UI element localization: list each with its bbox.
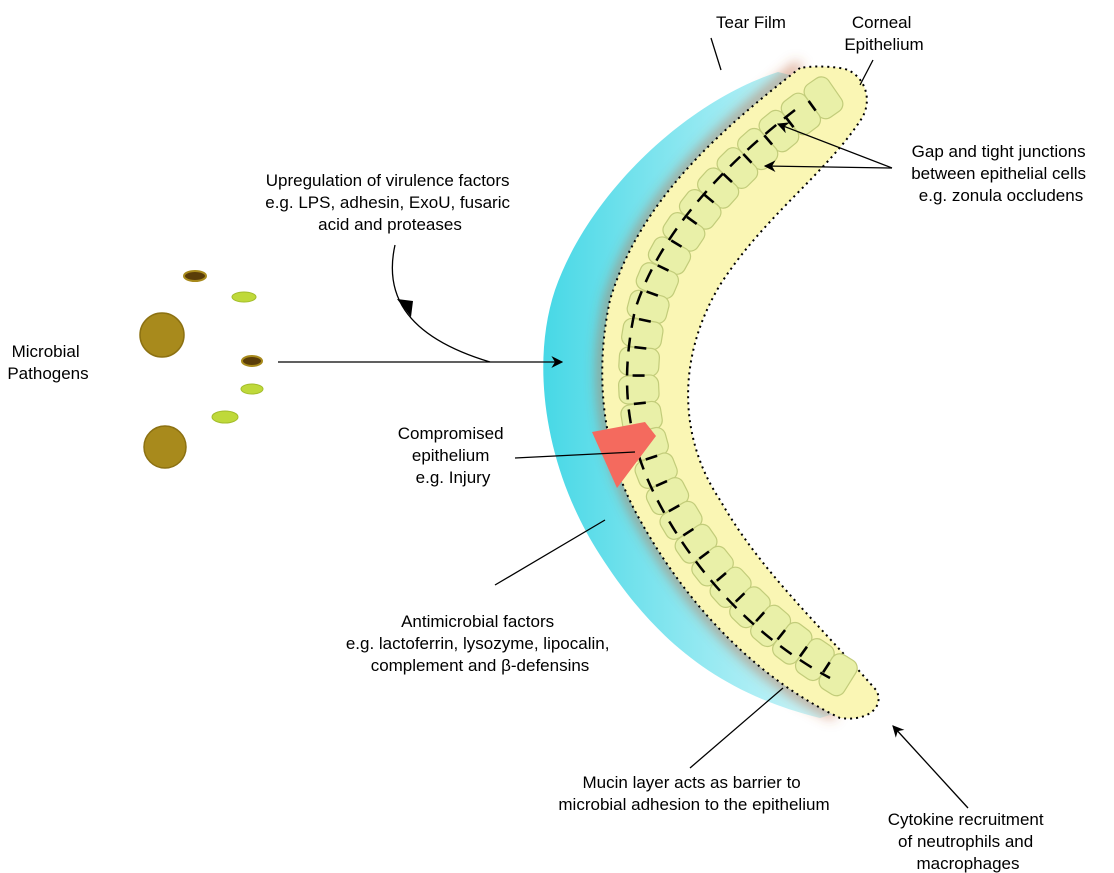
antimicrobial-leader <box>495 520 605 585</box>
pathogen-light <box>241 384 263 394</box>
virulence-arrowhead <box>397 299 413 317</box>
virulence-label: Upregulation of virulence factors e.g. L… <box>265 171 514 234</box>
corneal-epithelium-label: Corneal Epithelium <box>844 13 923 54</box>
junctions-label: Gap and tight junctions between epitheli… <box>911 142 1091 205</box>
pathogen-rod <box>184 271 206 281</box>
pathogen-large <box>140 313 184 357</box>
pathogen-large <box>144 426 186 468</box>
corneal-epithelium-leader <box>860 60 873 85</box>
junction-mark <box>634 347 646 348</box>
cytokine-label: Cytokine recruitment of neutrophils and … <box>888 810 1049 873</box>
epithelial-cell <box>618 375 659 405</box>
pathogen-light <box>212 411 238 423</box>
pathogen-light <box>232 292 256 302</box>
compromised-label: Compromised epithelium e.g. Injury <box>398 424 509 487</box>
antimicrobial-label: Antimicrobial factors e.g. lactoferrin, … <box>346 612 614 675</box>
microbial-pathogens-label: Microbial Pathogens <box>7 342 88 383</box>
mucin-leader <box>690 688 783 768</box>
epithelial-cell <box>620 317 664 351</box>
pathogen-rod <box>242 356 262 366</box>
mucin-label: Mucin layer acts as barrier to microbial… <box>558 773 829 814</box>
tear-film-leader <box>711 38 721 70</box>
junction-mark <box>634 403 646 404</box>
tear-film-label: Tear Film <box>716 13 786 32</box>
epithelial-cell <box>618 346 660 376</box>
cytokine-arrow <box>893 726 968 808</box>
